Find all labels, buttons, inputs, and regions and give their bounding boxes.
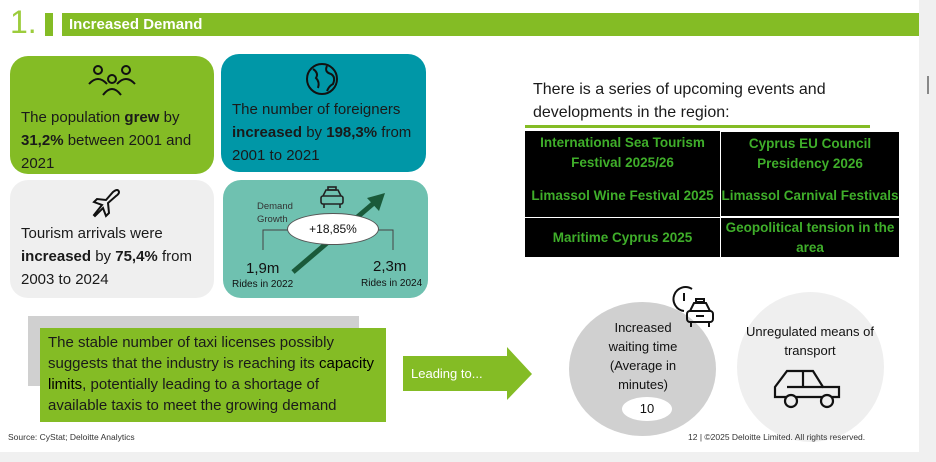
unregulated-label: Unregulated means of transport xyxy=(746,324,874,358)
events-intro: There is a series of upcoming events and… xyxy=(533,81,826,121)
foreigners-text: The number of foreigners increased by 19… xyxy=(232,101,412,164)
event-item: Geopolitical tension in the area xyxy=(721,218,899,257)
population-card: The population grew by 31,2% between 200… xyxy=(10,56,214,174)
waiting-time-value: 10 xyxy=(622,397,672,421)
globe-icon xyxy=(306,63,338,95)
leading-to-label: Leading to... xyxy=(411,366,483,381)
section-number: 1. xyxy=(10,4,37,40)
foreigners-card: The number of foreigners increased by 19… xyxy=(221,54,426,172)
slide: 1. Increased Demand The population grew … xyxy=(0,0,919,452)
section-title: Increased Demand xyxy=(62,13,919,36)
scrollbar-thumb[interactable] xyxy=(927,76,929,94)
people-icon xyxy=(88,65,136,96)
page-footer: 12 | ©2025 Deloitte Limited. All rights … xyxy=(688,432,866,442)
capacity-text: The stable number of taxi licenses possi… xyxy=(40,328,386,422)
event-item: International Sea Tourism Festival 2025/… xyxy=(525,131,720,175)
events-divider xyxy=(525,125,870,128)
rides-2022-label: Rides in 2022 xyxy=(232,279,294,290)
unregulated-circle xyxy=(737,292,884,442)
car-icon xyxy=(773,369,841,409)
title-accent xyxy=(45,13,53,36)
leading-arrow-icon xyxy=(403,347,532,400)
tourism-text: Tourism arrivals were increased by 75,4%… xyxy=(21,225,192,288)
growth-badge: +18,85% xyxy=(287,213,379,245)
rides-2022-value: 1,9m xyxy=(246,260,280,277)
rides-2024-value: 2,3m xyxy=(373,258,407,275)
source-note: Source: CyStat; Deloitte Analytics xyxy=(8,432,135,442)
rides-2024-label: Rides in 2024 xyxy=(361,278,423,289)
event-item: Cyprus EU Council Presidency 2026 xyxy=(721,132,899,175)
waiting-time-label: Increased waiting time (Average in minut… xyxy=(608,320,678,392)
clock-taxi-icon xyxy=(672,286,714,327)
tourism-card: Tourism arrivals were increased by 75,4%… xyxy=(10,180,214,298)
population-text: The population grew by 31,2% between 200… xyxy=(21,109,192,172)
taxi-icon xyxy=(320,186,344,208)
event-item: Limassol Wine Festival 2025 xyxy=(525,175,720,217)
event-item: Maritime Cyprus 2025 xyxy=(525,218,720,257)
event-item: Limassol Carnival Festivals xyxy=(721,175,899,216)
airplane-icon xyxy=(92,189,121,218)
